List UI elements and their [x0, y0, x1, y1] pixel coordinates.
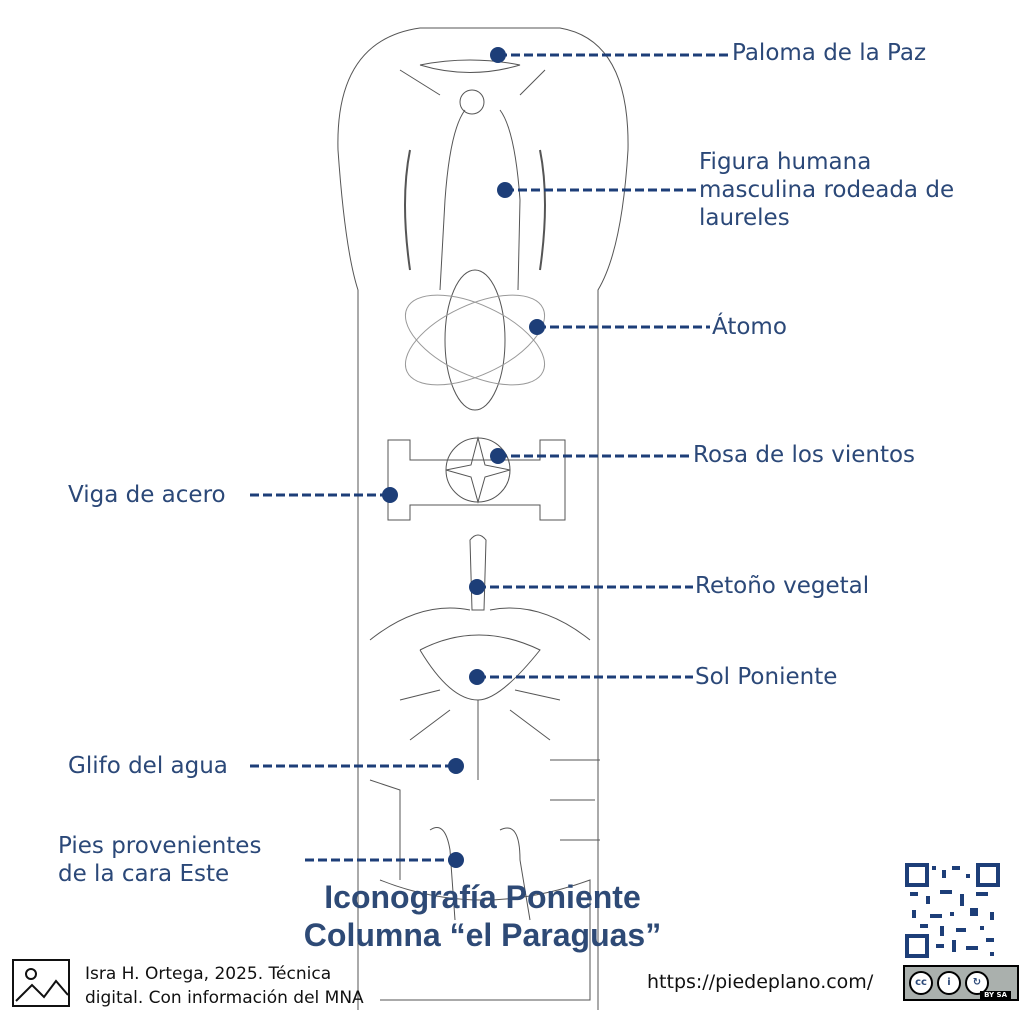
marker-viga	[382, 487, 398, 503]
marker-sol	[469, 669, 485, 685]
label-pies-line2: de la cara Este	[58, 861, 230, 887]
label-viga: Viga de acero	[68, 482, 226, 508]
image-icon	[12, 959, 70, 1007]
label-retono: Retoño vegetal	[695, 573, 870, 599]
label-rosa: Rosa de los vientos	[693, 442, 916, 468]
qr-code	[905, 863, 1000, 958]
credit-line1: Isra H. Ortega, 2025. Técnica	[85, 964, 332, 984]
marker-atomo	[529, 319, 545, 335]
marker-rosa	[490, 448, 506, 464]
cc-icon: cc	[909, 971, 933, 995]
label-sol: Sol Poniente	[695, 664, 838, 690]
label-figura-line1: Figura humana	[699, 149, 872, 175]
label-atomo: Átomo	[712, 314, 787, 340]
marker-paloma	[490, 47, 506, 63]
column-outline	[337, 27, 629, 1010]
title-line1: Iconografía Poniente	[324, 879, 641, 915]
marker-pies	[448, 852, 464, 868]
label-glifo: Glifo del agua	[68, 753, 228, 779]
label-figura-line3: laureles	[699, 205, 790, 231]
label-pies: Pies provenientes de la cara Este	[58, 832, 261, 888]
credit: Isra H. Ortega, 2025. Técnica digital. C…	[85, 962, 364, 1010]
website-link[interactable]: https://piedeplano.com/	[647, 971, 874, 993]
marker-retono	[469, 579, 485, 595]
marker-figura	[497, 182, 513, 198]
marker-glifo	[448, 758, 464, 774]
by-icon: i	[937, 971, 961, 995]
label-figura-line2: masculina rodeada de	[699, 177, 955, 203]
license-text: BY SA	[980, 991, 1011, 999]
title-line2: Columna “el Paraguas”	[303, 917, 662, 953]
cc-license-badge[interactable]: cc i ↻ BY SA	[903, 965, 1019, 1001]
label-pies-line1: Pies provenientes	[58, 833, 262, 859]
leader-lines	[250, 53, 728, 862]
label-paloma: Paloma de la Paz	[732, 40, 927, 66]
credit-line2: digital. Con información del MNA	[85, 988, 364, 1008]
label-figura: Figura humana masculina rodeada de laure…	[699, 148, 954, 232]
